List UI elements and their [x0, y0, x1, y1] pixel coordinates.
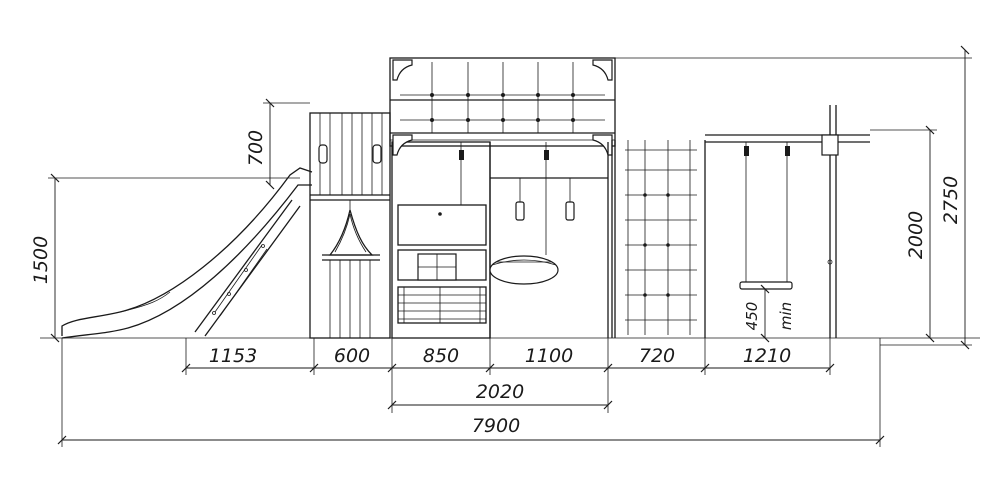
dimension-lines: [48, 45, 972, 447]
dim-swing-width: 1210: [743, 345, 791, 367]
dim-nest-swing-width: 1100: [525, 345, 573, 367]
swing-module: [705, 105, 870, 338]
dim-house-width: 850: [423, 345, 459, 367]
dim-beam-height: 2000: [905, 211, 927, 259]
dim-total-height: 2750: [940, 176, 962, 224]
nest-swing-seat: [489, 255, 559, 285]
top-frame: [389, 57, 616, 156]
slide-ladder-rail: [194, 199, 293, 333]
house-module: [391, 141, 491, 339]
dim-seat-height-note: min: [777, 302, 795, 330]
nest-swing-module: [459, 142, 609, 338]
tower-cupola: [328, 209, 374, 256]
tower-handle-right: [372, 144, 382, 164]
swing-seat: [739, 281, 793, 290]
tower-module: [309, 112, 391, 339]
dim-tower-roof-height: 700: [245, 130, 267, 166]
tower-handle-left: [318, 144, 328, 164]
dim-slide-width: 1153: [209, 345, 257, 367]
gym-ring-right: [565, 201, 575, 221]
dim-climb-net-width: 720: [639, 345, 675, 367]
climbing-net-module: [611, 140, 706, 338]
bracket-tl: [392, 59, 413, 81]
bracket-tr: [592, 59, 613, 81]
dim-slide-height: 1500: [30, 236, 52, 284]
dim-tower-width: 600: [334, 345, 370, 367]
swing-beam-bracket: [821, 134, 839, 156]
dim-seat-height: 450: [743, 302, 761, 331]
dim-center-span: 2020: [476, 381, 524, 403]
dimension-labels: 1153 600 850 1100 720 1210 2020 7900 150…: [30, 130, 962, 437]
slide: [61, 167, 313, 339]
gym-ring-left: [515, 201, 525, 221]
dim-total-length: 7900: [472, 415, 520, 437]
